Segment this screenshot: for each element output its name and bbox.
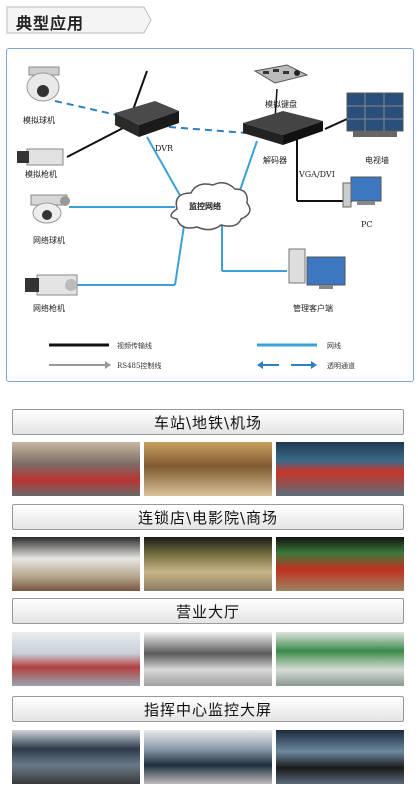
photo-station-hall xyxy=(12,442,140,496)
section-title-tab: 典型应用 xyxy=(6,6,152,34)
photo-metro-display xyxy=(144,442,272,496)
label-analog-gun: 模拟枪机 xyxy=(25,169,57,179)
photo-row-transport xyxy=(12,442,404,496)
photo-row-retail xyxy=(12,537,404,591)
photo-airport-board xyxy=(276,442,404,496)
photo-monitoring-screen xyxy=(276,730,404,784)
photo-store-screen xyxy=(12,537,140,591)
pc-icon xyxy=(342,176,382,208)
label-keyboard: 模拟键盘 xyxy=(265,99,297,109)
transparent-line-dome xyxy=(54,100,118,116)
category-bar-command-center: 指挥中心监控大屏 xyxy=(12,696,404,722)
photo-row-business-hall xyxy=(12,632,404,686)
photo-mall-screens xyxy=(276,537,404,591)
legend-rs485: RS485控制线 xyxy=(117,361,161,370)
keyboard-icon xyxy=(253,64,309,84)
analog-gun-camera-icon xyxy=(17,148,64,166)
category-bar-business-hall: 营业大厅 xyxy=(12,598,404,624)
client-workstation-icon xyxy=(288,248,346,289)
category-bar-retail: 连锁店\电影院\商场 xyxy=(12,504,404,530)
label-network-cloud: 监控网络 xyxy=(189,201,221,211)
photo-service-hall xyxy=(144,632,272,686)
analog-dome-camera-icon xyxy=(26,66,60,102)
dvr-icon xyxy=(115,101,179,137)
transparent-line-decoder xyxy=(168,126,248,134)
photo-bank-hall xyxy=(12,632,140,686)
tv-wall-icon xyxy=(346,92,404,137)
label-dvr: DVR xyxy=(155,144,174,153)
label-client: 管理客户端 xyxy=(293,303,333,313)
photo-lobby-screens xyxy=(276,632,404,686)
label-network-dome: 网络球机 xyxy=(33,235,65,245)
legend-transparent: 透明通道 xyxy=(327,361,355,370)
video-line-analog-gun xyxy=(66,126,126,158)
label-analog-dome: 模拟球机 xyxy=(23,115,55,125)
label-pc: PC xyxy=(361,220,373,229)
legend: 视频传输线 RS485控制线 网线 透明通道 xyxy=(49,341,355,370)
title-tab-shape xyxy=(6,6,152,34)
label-vga-dvi: VGA/DVI xyxy=(298,170,335,179)
photo-row-command-center xyxy=(12,730,404,784)
section-title: 典型应用 xyxy=(16,14,85,33)
legend-video-line: 视频传输线 xyxy=(117,341,152,350)
topology-diagram: 模拟球机 模拟枪机 网络球机 网络枪机 DVR xyxy=(6,48,414,382)
label-tv-wall: 电视墙 xyxy=(365,155,389,165)
network-dome-camera-icon xyxy=(30,194,70,224)
decoder-icon xyxy=(243,111,323,145)
network-gun-camera-icon xyxy=(25,274,78,296)
category-bar-transport: 车站\地铁\机场 xyxy=(12,409,404,435)
photo-video-wall xyxy=(144,730,272,784)
label-network-gun: 网络枪机 xyxy=(33,303,65,313)
video-line-tvwall xyxy=(324,118,348,130)
photo-control-room xyxy=(12,730,140,784)
legend-network-line: 网线 xyxy=(327,341,341,350)
network-line-dvr xyxy=(146,136,183,200)
network-cloud-icon xyxy=(170,182,251,231)
topology-canvas: 模拟球机 模拟枪机 网络球机 网络枪机 DVR xyxy=(17,64,404,370)
photo-cinema-lobby xyxy=(144,537,272,591)
label-decoder: 解码器 xyxy=(263,155,287,165)
